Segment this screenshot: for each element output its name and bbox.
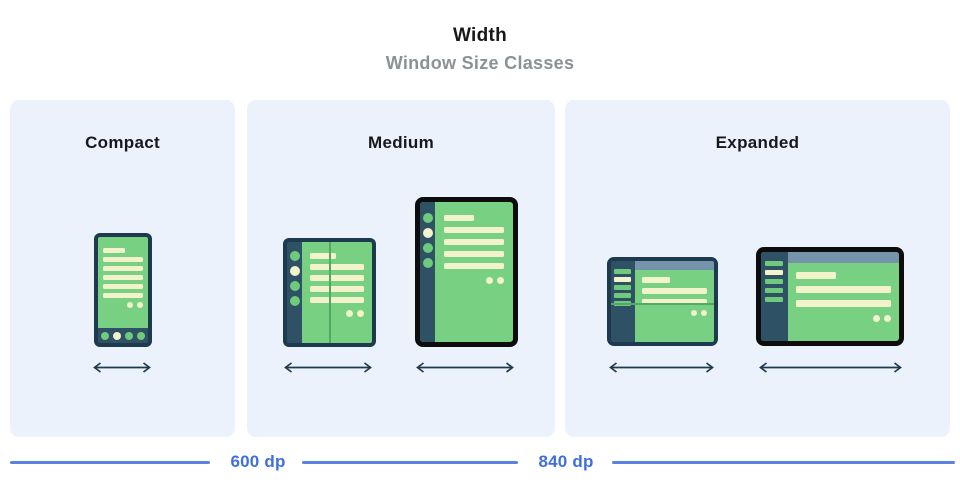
overflow-dot [497,277,504,284]
text-line [103,266,143,271]
panel-label: Compact [85,133,160,152]
phone-screen [98,237,148,328]
overflow-dots [444,277,504,284]
rail-dot [422,258,433,268]
text-line [796,272,836,279]
rail-dot [289,251,300,261]
panel-label: Expanded [715,133,800,152]
text-line [642,288,707,294]
tablet-portrait-illustration [415,197,518,347]
rail-dot-selected [289,266,300,276]
nav-dot [101,331,109,340]
rail-dot [422,243,433,253]
width-arrow-icon [412,361,518,374]
content-pane [788,252,899,341]
overflow-dot [701,310,707,316]
text-line [796,300,891,307]
text-line [444,215,474,221]
app-bar [635,261,714,270]
rail-dot-selected [422,228,433,238]
menu-bar [614,293,631,298]
sidebar-menu [761,252,788,341]
fold-line [328,242,331,343]
overflow-dot [137,302,143,308]
text-line [310,286,364,292]
overflow-dots [642,310,707,316]
sidebar-menu [611,261,635,342]
nav-dot-selected [113,331,121,340]
text-line [310,275,364,281]
overflow-dot [873,315,880,322]
panel-label: Medium [367,133,435,152]
text-line [103,293,143,298]
menu-bar [765,297,783,302]
text-line [796,286,891,293]
text-line [310,297,364,303]
overflow-dot [486,277,493,284]
menu-bar [765,261,783,266]
text-line [444,227,504,233]
nav-rail [420,202,435,342]
tablet-landscape-illustration [756,247,904,346]
foldable-landscape-illustration [607,257,718,346]
panel-expanded: Expanded [565,100,950,437]
overflow-dots [796,315,891,322]
rail-dot [289,281,300,291]
content-pane [635,261,714,342]
measure-line-segment [10,461,210,464]
text-line [310,264,364,270]
foldable-screen [302,242,372,343]
text-line [642,277,670,283]
label-600dp: 600 dp [230,452,286,471]
menu-bar [614,269,631,274]
overflow-dot [346,310,353,317]
rail-dot [289,296,300,306]
overflow-dot [691,310,697,316]
text-line [444,239,504,245]
tablet-screen [435,202,513,342]
phone-illustration [94,233,152,347]
text-line [103,275,143,280]
text-line [103,257,143,262]
page-title: Width [452,25,508,46]
nav-rail [287,242,302,343]
menu-bar [765,288,783,293]
menu-bar [614,285,631,290]
width-arrow-icon [605,361,718,374]
overflow-dot [127,302,133,308]
width-arrow-icon [89,361,155,374]
width-arrow-icon [755,361,906,374]
rail-dot [422,213,433,223]
overflow-dots [310,310,364,317]
measure-line-segment [612,461,955,464]
foldable-open-illustration [283,238,376,347]
app-bar [788,252,899,263]
overflow-dot [357,310,364,317]
nav-dot [125,331,133,340]
menu-bar-selected [614,277,631,282]
overflow-dot [884,315,891,322]
menu-bar [765,279,783,284]
overflow-dots [103,302,143,308]
text-line [103,284,143,289]
text-line [103,248,125,253]
text-line [310,253,336,259]
content-area [788,263,899,341]
text-line [444,263,504,269]
nav-dot [137,331,145,340]
content-area [635,270,714,342]
fold-line [611,303,714,306]
label-840dp: 840 dp [538,452,594,471]
width-arrow-icon [280,361,376,374]
measure-line-segment [302,461,518,464]
text-line [642,299,707,305]
panel-medium: Medium [247,100,555,437]
page-subtitle: Window Size Classes [385,53,575,73]
text-line [444,251,504,257]
panel-compact: Compact [10,100,235,437]
menu-bar-selected [765,270,783,275]
phone-nav-bar [98,328,148,343]
